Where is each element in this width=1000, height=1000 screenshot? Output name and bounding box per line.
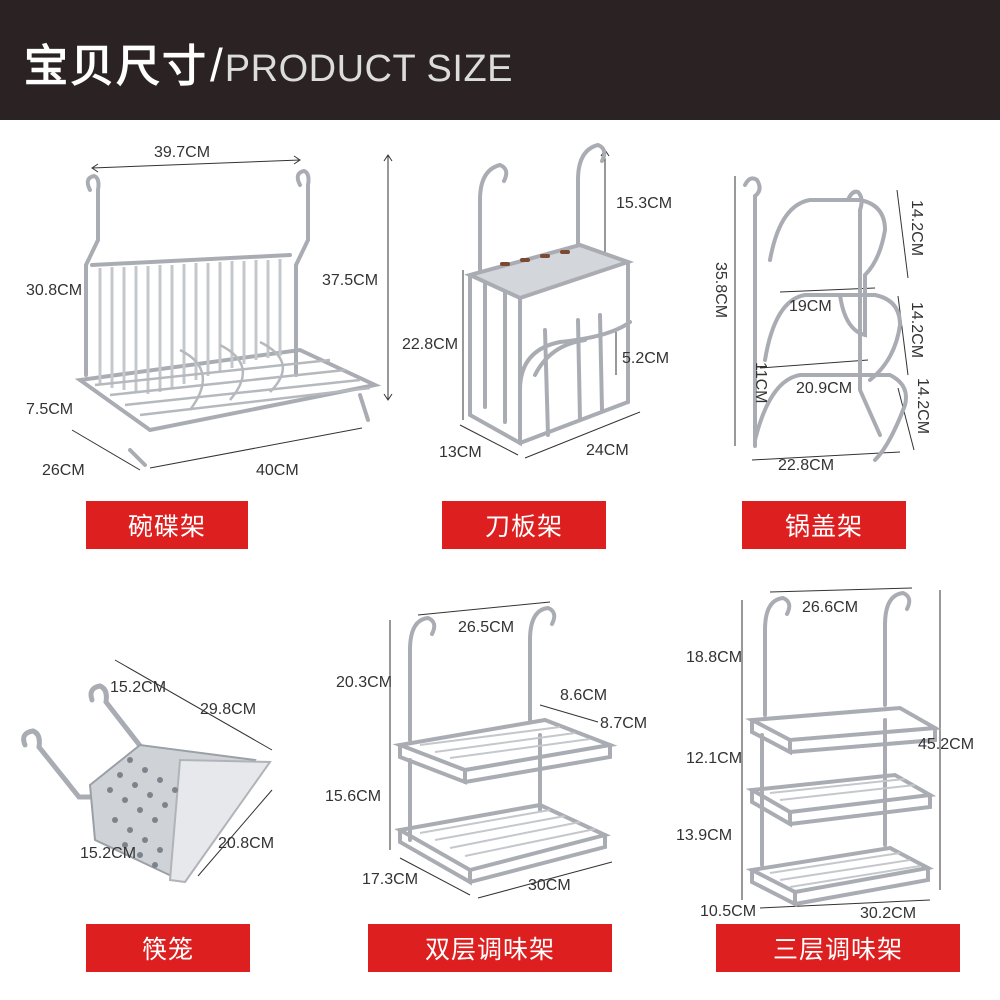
dim-triple-hook: 18.8CM xyxy=(686,649,743,666)
dim-triple-depth: 10.5CM xyxy=(700,903,757,920)
dim-double-side-b: 8.7CM xyxy=(600,715,648,732)
label-triple-spice-rack: 三层调味架 xyxy=(716,924,960,972)
dim-knife-width: 24CM xyxy=(586,442,629,459)
dim-lid-side: 11CM xyxy=(752,362,769,404)
dim-dish-height-total: 37.5CM xyxy=(322,272,379,289)
dim-lid-tier2: 14.2CM xyxy=(908,302,925,359)
dim-triple-gap1: 12.1CM xyxy=(686,750,743,767)
dim-double-gap: 15.6CM xyxy=(325,788,382,805)
dim-cage-height: 20.8CM xyxy=(218,835,275,852)
dim-knife-slot: 5.2CM xyxy=(622,350,670,367)
label-dish-rack: 碗碟架 xyxy=(86,501,248,549)
dim-triple-width-top: 26.6CM xyxy=(802,599,859,616)
label-lid-rack: 锅盖架 xyxy=(742,501,906,549)
dim-lid-tier1: 14.2CM xyxy=(908,200,925,257)
dim-lid-mid-width: 20.9CM xyxy=(796,380,853,397)
dim-lid-tier3: 14.2CM xyxy=(914,378,931,435)
dim-knife-hook: 15.3CM xyxy=(616,195,673,212)
label-chopstick-cage: 筷笼 xyxy=(86,924,250,972)
dim-lid-height: 35.8CM xyxy=(712,262,729,319)
dim-knife-depth: 13CM xyxy=(439,444,482,461)
dim-double-width-top: 26.5CM xyxy=(458,619,515,636)
dim-cage-length: 29.8CM xyxy=(200,701,257,718)
title-english: PRODUCT SIZE xyxy=(224,48,513,90)
dim-cage-hook: 15.2CM xyxy=(110,679,167,696)
dim-lid-width: 22.8CM xyxy=(778,457,835,474)
dim-dish-height-basket: 30.8CM xyxy=(26,282,83,299)
dim-triple-gap2: 13.9CM xyxy=(676,827,733,844)
dim-triple-width: 30.2CM xyxy=(860,905,917,922)
page-title: 宝贝尺寸 / PRODUCT SIZE xyxy=(24,30,513,92)
dim-dish-width-bottom: 40CM xyxy=(256,462,299,479)
dim-double-width: 30CM xyxy=(528,877,571,894)
dim-dish-depth: 26CM xyxy=(42,462,85,479)
dim-knife-height: 22.8CM xyxy=(402,336,459,353)
dim-double-hook: 20.3CM xyxy=(336,674,393,691)
dim-cage-depth: 15.2CM xyxy=(80,845,137,862)
title-chinese: 宝贝尺寸 xyxy=(24,41,208,92)
dim-dish-foot: 7.5CM xyxy=(26,401,74,418)
title-separator: / xyxy=(210,39,223,91)
dim-dish-width-top: 39.7CM xyxy=(154,144,211,161)
dim-triple-height: 45.2CM xyxy=(918,736,975,753)
label-double-spice-rack: 双层调味架 xyxy=(368,924,612,972)
dim-double-side-a: 8.6CM xyxy=(560,687,608,704)
dim-lid-top-width: 19CM xyxy=(789,298,832,315)
dim-double-depth: 17.3CM xyxy=(362,871,419,888)
header-banner: 宝贝尺寸 / PRODUCT SIZE xyxy=(0,0,1000,120)
label-knife-rack: 刀板架 xyxy=(442,501,606,549)
